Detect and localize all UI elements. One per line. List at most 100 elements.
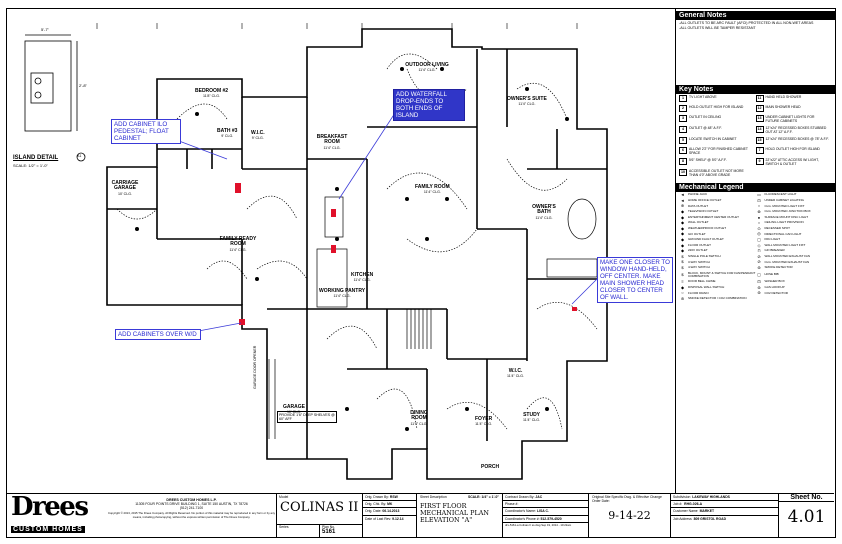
legend-item: ▭FLUORESCENT LIGHT: [756, 193, 833, 197]
legend-label: UNDER CABINET LIGHTING: [764, 197, 804, 202]
island-detail-title: ISLAND DETAIL: [13, 155, 59, 161]
legend-item: ⊛GAS HOOKUP: [756, 285, 833, 290]
legend-symbol-icon: ◇: [757, 242, 761, 248]
legend-label: RECESSED SPOT: [764, 225, 791, 230]
legend-item: ⊗CLG. MOUNTED JUNCTION BOX: [756, 209, 833, 214]
floor-plan: ISLAND DETAIL SCALE: 1/2" = 1'-0" A1 5'-…: [7, 9, 675, 493]
legend-item: ◆FLOOR OUTLET: [679, 242, 756, 248]
legend-item: $3-WAY SWITCH: [679, 260, 756, 264]
legend-symbol-icon: ◆: [680, 231, 685, 237]
legend-label: CLG. MOUNTED EXHAUST FAN: [764, 259, 810, 264]
legend-symbol-icon: $: [681, 272, 684, 278]
legend-label: SINGLE POLE SWITCH: [688, 253, 721, 258]
sheet-description: FIRST FLOOR MECHANICAL PLAN: [420, 502, 489, 518]
legend-symbol-icon: ⊛: [757, 290, 761, 296]
legend-item: $ BLOCK, MOUNT & SWITCH FOR FAN/PENDANT C…: [679, 270, 756, 279]
legend-symbol-icon: ⊙: [757, 225, 761, 231]
file-path: drs-5161-a Colinas II ss.dwg Sep 19, 201…: [505, 522, 572, 527]
legend-item: ◆ENTERTAINMENT CENTER OUTLET: [679, 214, 756, 220]
legend-label: CLG. MOUNTED LIGHT FIXT: [764, 203, 805, 208]
legend-item: ○CEILING LIGHT PROVISION: [756, 221, 833, 225]
drawing-sheet: ISLAND DETAIL SCALE: 1/2" = 1'-0" A1 5'-…: [6, 8, 836, 538]
legend-label: DIRECTIONAL CAN LIGHT: [764, 231, 802, 236]
legend-item: ⊙RECESSED SPOT: [756, 225, 833, 231]
legend-symbol-icon: ▢: [757, 236, 761, 242]
sheet-desc-label: Sheet Description: [420, 495, 447, 499]
legend-item: ⊡WASHER BOX: [756, 280, 833, 284]
logo-text: Drees: [11, 494, 89, 522]
legend-symbol-icon: ⊛: [757, 264, 761, 270]
sheet-no-label: Sheet No.: [779, 494, 834, 502]
legend-label: BLOCK, MOUNT & SWITCH FOR FAN/PENDANT CO…: [688, 270, 756, 279]
island-dim-side: 2'-8": [79, 83, 87, 88]
legend-symbol-icon: ⊛: [680, 296, 685, 302]
legend-label: GFI BREAKER: [764, 248, 785, 253]
company-info: DREES CUSTOM HOMES L.P. 11305 FOUR POINT…: [107, 494, 276, 537]
legend-label: FLOOR DRAIN: [688, 290, 709, 295]
sheet-number-block: Sheet No. 4.01: [779, 494, 834, 537]
legend-label: SMOKE DETECTOR / CO2 COMBINATION: [688, 296, 747, 301]
legend-label: CEILING LIGHT PROVISION: [764, 220, 804, 225]
legend-symbol-icon: ○: [757, 220, 761, 226]
legend-label: FLOOR OUTLET: [688, 242, 712, 247]
date-block: Original Site Specific Dwg. & Effective …: [589, 494, 671, 537]
legend-symbol-icon: ◆: [680, 214, 685, 220]
orig-date-row: Orig. Date: 06.14.2013: [363, 508, 416, 516]
legend-label: GFI OUTLET: [688, 231, 706, 236]
legend-item: ◎DIRECTIONAL CAN LIGHT: [756, 232, 833, 236]
key-notes-title: Key Notes: [676, 85, 835, 95]
rev-date-row: Date of Last Rev: 9.12.14: [365, 516, 404, 521]
legend-symbol-icon: ◆: [680, 225, 685, 231]
legend-label: DATA OUTLET: [688, 203, 709, 208]
legend-symbol-icon: ◆: [680, 248, 685, 254]
island-detail-ref: A1: [77, 154, 82, 158]
legend-symbol-icon: ◆: [680, 208, 685, 214]
legend-label: CLG. MOUNTED JUNCTION BOX: [764, 209, 811, 214]
job-block: Subdivision LAKEWAY HIGHLANDS Job #: RHG…: [671, 494, 779, 537]
mechanical-legend-list: ◄PHONE JACK▭FLUORESCENT LIGHT◄HOME OFFIC…: [676, 192, 835, 303]
legend-symbol-icon: $: [681, 264, 684, 270]
note-waterfall: ADD WATERFALL DROP-ENDS TO BOTH ENDS OF …: [393, 89, 465, 121]
legend-symbol-icon: ○: [757, 203, 761, 209]
company-block: Drees CUSTOM HOMES DREES CUSTOM HOMES L.…: [7, 494, 277, 537]
legend-item: $4-WAY SWITCH: [679, 264, 756, 270]
legend-label: CO2 DETECTOR: [764, 290, 788, 295]
legend-item: ◄HOME OFFICE OUTLET: [679, 198, 756, 203]
legend-label: SURFACE MOUNT DISC LIGHT: [764, 214, 809, 219]
island-dim-top: 5'-7": [41, 27, 49, 32]
legend-symbol-icon: ⊘: [757, 259, 761, 265]
job-row: Job #: RHG-026-A: [671, 501, 778, 509]
legend-item: ≡DOOR BELL CHIME: [679, 280, 756, 284]
legend-label: 220V OUTLET: [688, 248, 708, 253]
note-cabinet-pedestal: ADD CABINET ILO PEDESTAL; FLOAT CABINET: [111, 119, 181, 144]
legend-label: WASHER BOX: [764, 279, 785, 284]
legend-symbol-icon: ◆: [680, 242, 685, 248]
legend-symbol-icon: ⊕: [680, 203, 685, 209]
legend-item: ▢HOSE BIB: [756, 272, 833, 279]
legend-item: ◆GROUND FAULT OUTLET: [679, 237, 756, 242]
legend-item: ○ FLOOR DRAIN: [679, 291, 756, 295]
plan-no-cell: Plan No. 5161: [320, 525, 362, 537]
company-phone: (512) 241-7100: [179, 506, 204, 511]
legend-symbol-icon: $: [681, 253, 684, 259]
legend-label: ENTERTAINMENT CENTER OUTLET: [688, 214, 740, 219]
legend-symbol-icon: ▭: [757, 192, 761, 198]
legend-symbol-icon: ◆: [680, 220, 685, 226]
legend-symbol-icon: ○: [681, 290, 684, 296]
island-detail-scale: SCALE: 1/2" = 1'-0": [13, 163, 48, 168]
legend-label: GAS HOOKUP: [764, 285, 785, 290]
phase-row: Phase #:: [503, 501, 588, 509]
coordinator-phone-row: Coordinator's Phone #: 512-579-4520: [503, 516, 588, 523]
legend-item: ◄PHONE JACK: [679, 193, 756, 197]
